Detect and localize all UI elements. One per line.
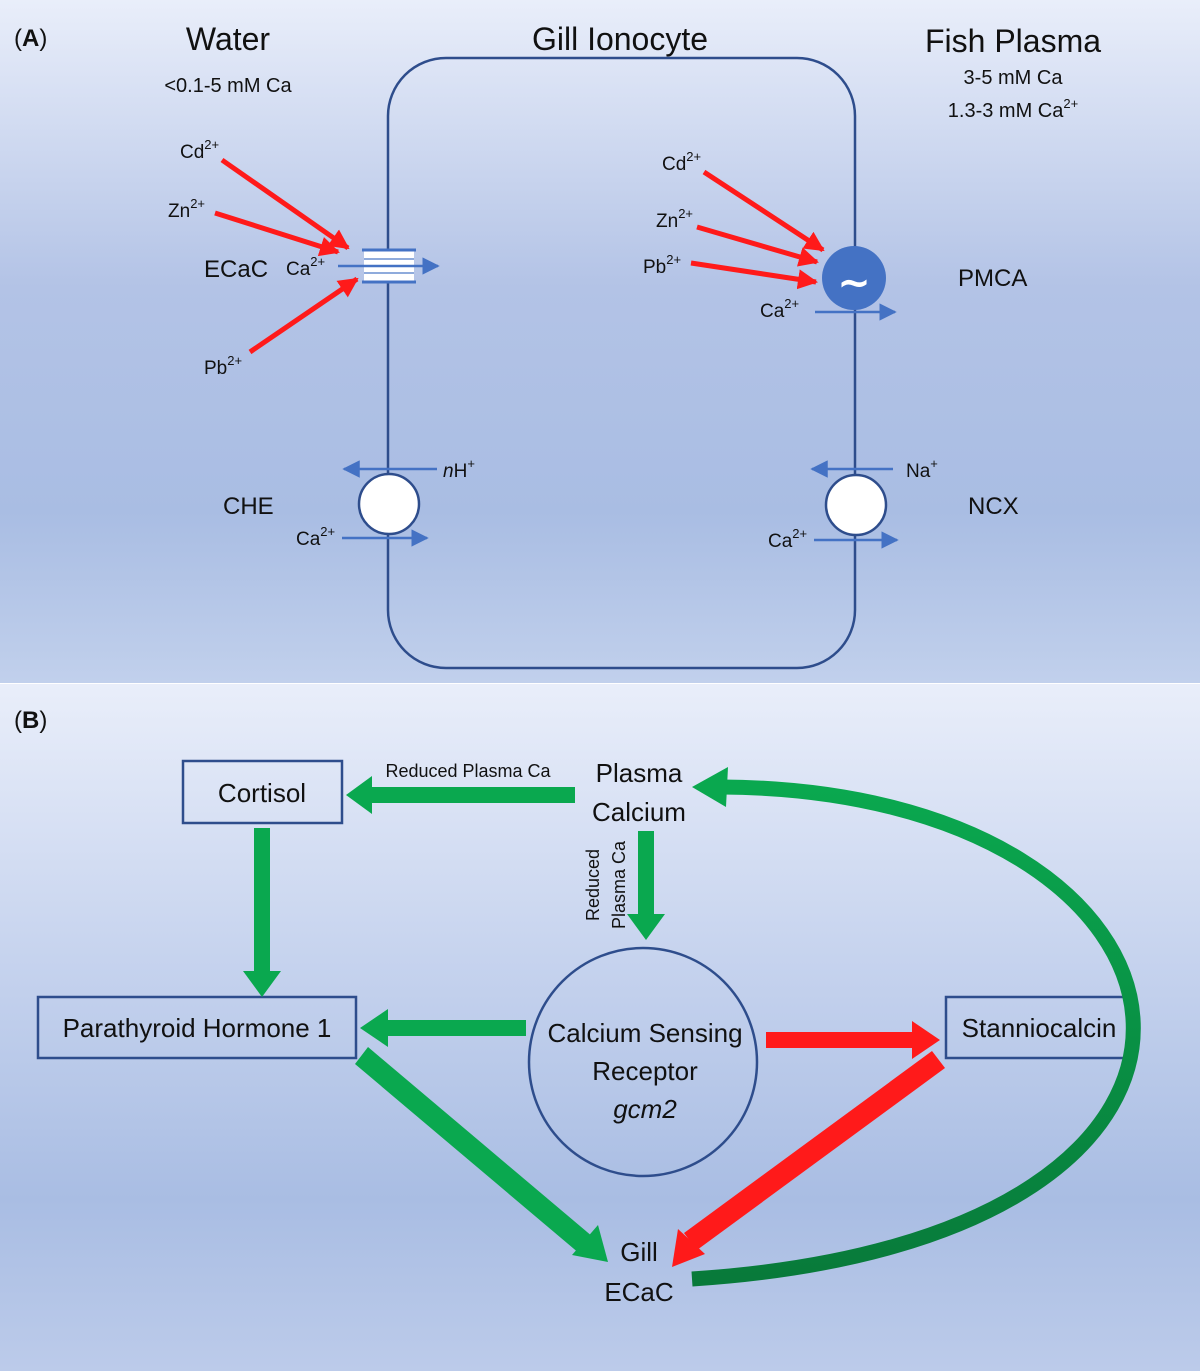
arrow-casr-to-stanniocalcin: [766, 1021, 940, 1059]
panel-b-label: (B): [14, 707, 47, 734]
cortisol-box: [181, 759, 344, 825]
pmca-calcium-label: Ca2+: [760, 296, 799, 322]
arrow-gill-ecac-to-plasma-calcium: [691, 767, 1141, 1287]
gill-ecac-label-line2: ECaC: [604, 1277, 673, 1307]
plasma-ionized-calcium: 1.3-3 mM Ca2+: [948, 96, 1078, 122]
panel-a-diagram: (A) Water <0.1-5 mM Ca Gill Ionocyte Fis…: [14, 21, 1101, 670]
ecac-pb-label: Pb2+: [204, 353, 242, 379]
ecac-cd-inhibition-arrow: [220, 157, 350, 251]
pmca-label: PMCA: [958, 265, 1027, 292]
pmca-pb-label: Pb2+: [643, 252, 681, 278]
arrow-casr-to-pth1: [360, 1009, 526, 1047]
pth1-label: Parathyroid Hormone 1: [63, 1013, 332, 1043]
arrow-plasma-to-cortisol: [346, 776, 575, 814]
pmca-cd-inhibition-arrow: [702, 169, 825, 253]
pmca-zn-label: Zn2+: [656, 206, 693, 232]
ecac-zn-inhibition-arrow: [214, 210, 340, 257]
ionocyte-membrane: [386, 56, 857, 670]
gill-ecac-label-line1: Gill: [620, 1237, 658, 1267]
ecac-label: ECaC: [204, 256, 268, 283]
ecac-calcium-label: Ca2+: [286, 254, 325, 280]
casr-label-line2: Receptor: [592, 1056, 698, 1086]
water-title: Water: [186, 21, 271, 57]
arrow-cortisol-to-pth1: [243, 828, 281, 997]
edge-label-reduced-plasma-ca: Reduced Plasma Ca: [385, 761, 551, 781]
plasma-calcium-label-line2: Calcium: [592, 797, 686, 827]
ncx-exchanger: [824, 473, 888, 537]
ecac-cd-label: Cd2+: [180, 137, 219, 163]
casr-circle: [527, 946, 759, 1178]
stanniocalcin-label: Stanniocalcin: [962, 1013, 1117, 1043]
pmca-cd-label: Cd2+: [662, 149, 701, 175]
arrow-pth1-to-gill-ecac: [355, 1047, 608, 1262]
ecac-zn-label: Zn2+: [168, 196, 205, 222]
casr-label-line1: Calcium Sensing: [547, 1018, 742, 1048]
panel-a: (A) Water <0.1-5 mM Ca Gill Ionocyte Fis…: [0, 0, 1200, 683]
ncx-label: NCX: [968, 493, 1019, 520]
edge-label-plasma-ca-line2: Plasma Ca: [609, 840, 629, 929]
che-calcium-label: Ca2+: [296, 524, 335, 550]
panel-b-diagram: (B) Cortisol Plasma Calcium Parathyroid …: [14, 707, 1141, 1307]
panel-a-label: (A): [14, 25, 47, 52]
che-proton-label: nH+: [443, 456, 475, 482]
che-exchanger: [357, 472, 421, 536]
plasma-title: Fish Plasma: [925, 23, 1101, 59]
pmca-pump: [822, 246, 886, 310]
arrow-stanniocalcin-to-gill-ecac: [672, 1051, 945, 1267]
pmca-pb-inhibition-arrow: [690, 260, 818, 290]
plasma-calcium-label-line1: Plasma: [596, 758, 683, 788]
panel-b: (B) Cortisol Plasma Calcium Parathyroid …: [0, 684, 1200, 1371]
pmca-zn-inhibition-arrow: [696, 224, 819, 267]
plasma-total-calcium: 3-5 mM Ca: [964, 67, 1064, 89]
edge-label-reduced-line1: Reduced: [583, 849, 603, 921]
pth1-box: [36, 995, 358, 1060]
casr-label-line3: gcm2: [613, 1094, 677, 1124]
cortisol-label: Cortisol: [218, 778, 306, 808]
che-label: CHE: [223, 493, 274, 520]
cell-title: Gill Ionocyte: [532, 21, 708, 57]
pmca-atpase-symbol: ~: [837, 260, 871, 306]
ecac-pb-inhibition-arrow: [248, 276, 359, 355]
ncx-sodium-label: Na+: [906, 456, 938, 482]
arrow-plasma-to-casr: [627, 831, 665, 940]
water-concentration: <0.1-5 mM Ca: [164, 75, 292, 97]
ncx-calcium-label: Ca2+: [768, 526, 807, 552]
